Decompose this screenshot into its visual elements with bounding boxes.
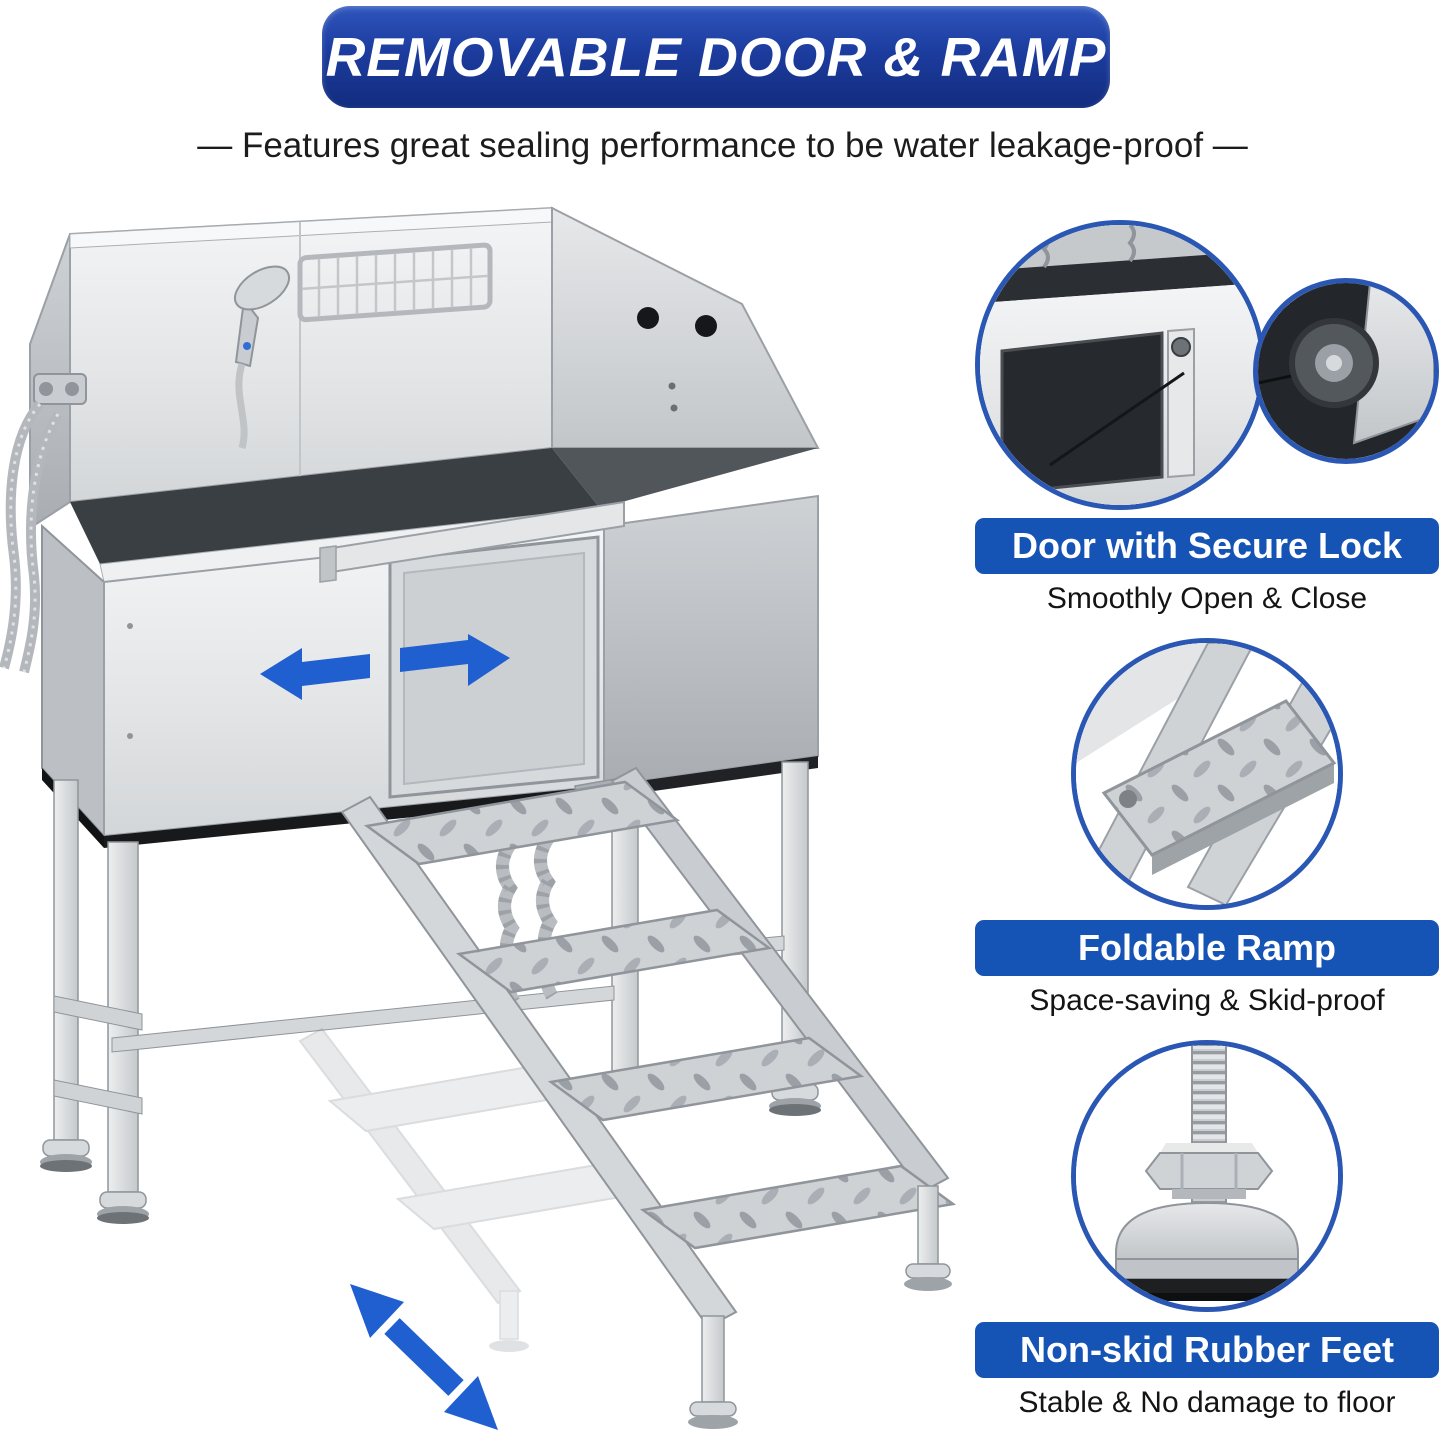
storage-basket-icon bbox=[297, 242, 493, 323]
leveling-foot bbox=[904, 1263, 952, 1291]
subtitle-text: — Features great sealing performance to … bbox=[197, 126, 1248, 165]
fold-arrow-icon bbox=[350, 1284, 498, 1430]
callout-subtext-ramp: Space-saving & Skid-proof bbox=[1029, 984, 1385, 1017]
callout-ramp-photo bbox=[1071, 638, 1343, 910]
left-arrow-icon bbox=[260, 648, 370, 700]
ghost-stairs bbox=[298, 1027, 647, 1352]
callout-subtext-feet: Stable & No damage to floor bbox=[1018, 1386, 1396, 1419]
right-arrow-icon bbox=[400, 634, 510, 686]
stair-ramp bbox=[340, 766, 957, 1429]
banner-title: REMOVABLE DOOR & RAMP bbox=[325, 26, 1107, 88]
callout-label-door: Door with Secure Lock bbox=[975, 518, 1439, 574]
feature-callouts: Door with Secure Lock Smoothly Open & Cl… bbox=[975, 220, 1439, 1420]
faucet bbox=[33, 373, 87, 405]
callout-subtext-door: Smoothly Open & Close bbox=[1046, 582, 1368, 615]
door-slide-arrows bbox=[260, 634, 510, 700]
callout-label-ramp: Foldable Ramp bbox=[975, 920, 1439, 976]
callout-door-photo bbox=[975, 220, 1265, 510]
leveling-foot bbox=[97, 1191, 149, 1224]
callout-door-figure bbox=[975, 220, 1439, 510]
banner: REMOVABLE DOOR & RAMP bbox=[322, 6, 1110, 108]
grooming-tub-illustration bbox=[0, 206, 957, 1430]
main-illustration bbox=[0, 196, 960, 1436]
callout-door-lock-zoom bbox=[1253, 278, 1439, 464]
water-hoses-icon bbox=[0, 400, 63, 674]
splash-guard bbox=[29, 206, 820, 530]
leveling-foot bbox=[688, 1401, 738, 1429]
callout-label-feet: Non-skid Rubber Feet bbox=[975, 1322, 1439, 1378]
shower-head-icon bbox=[234, 265, 290, 449]
callout-foot-photo bbox=[1071, 1040, 1343, 1312]
leveling-foot bbox=[40, 1139, 92, 1172]
